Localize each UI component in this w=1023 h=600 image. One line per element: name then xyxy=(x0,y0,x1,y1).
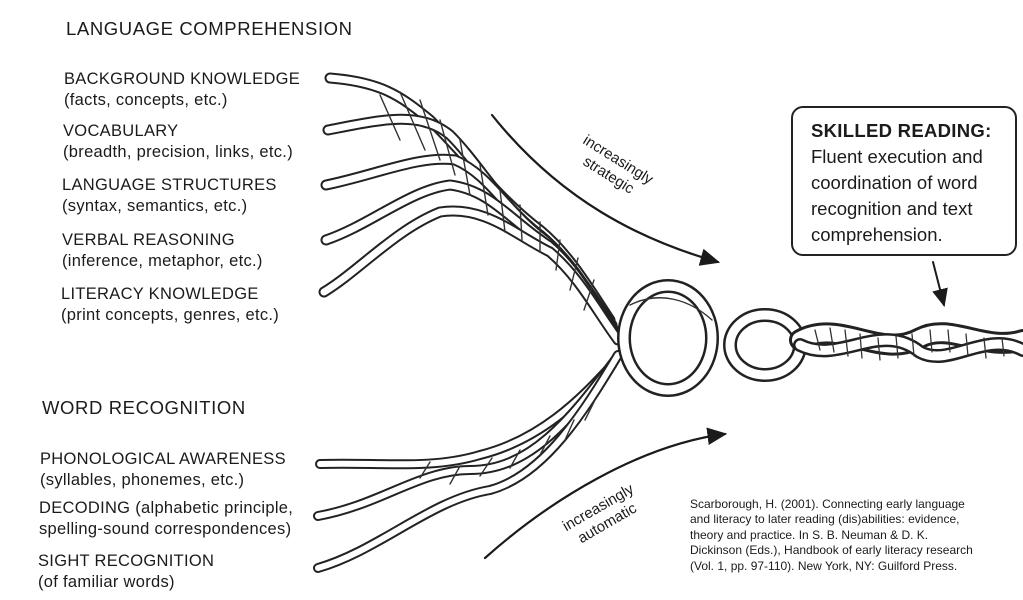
strand-sight-recognition: SIGHT RECOGNITION (of familiar words) xyxy=(38,551,214,593)
strand-name: VERBAL REASONING xyxy=(62,231,235,249)
strand-detail: (facts, concepts, etc.) xyxy=(64,90,300,111)
strand-verbal-reasoning: VERBAL REASONING (inference, metaphor, e… xyxy=(62,230,263,272)
strand-detail: (inference, metaphor, etc.) xyxy=(62,251,263,272)
language-strands xyxy=(324,78,618,340)
strand-detail: (of familiar words) xyxy=(38,572,214,593)
strand-detail: spelling-sound correspondences) xyxy=(39,519,293,540)
strand-vocabulary: VOCABULARY (breadth, precision, links, e… xyxy=(63,121,293,163)
strand-language-structures: LANGUAGE STRUCTURES (syntax, semantics, … xyxy=(62,175,277,217)
callout-arrow xyxy=(933,262,944,305)
strand-detail: (syllables, phonemes, etc.) xyxy=(40,470,286,491)
citation: Scarborough, H. (2001). Connecting early… xyxy=(690,497,1020,574)
strand-decoding: DECODING (alphabetic principle, spelling… xyxy=(39,498,293,540)
strand-literacy-knowledge: LITERACY KNOWLEDGE (print concepts, genr… xyxy=(61,284,279,326)
strand-name: PHONOLOGICAL AWARENESS xyxy=(40,450,286,468)
strand-name: DECODING (alphabetic principle, xyxy=(39,499,293,517)
strand-name: LITERACY KNOWLEDGE xyxy=(61,285,259,303)
strand-name: VOCABULARY xyxy=(63,122,179,140)
strand-name: SIGHT RECOGNITION xyxy=(38,552,214,570)
strand-background-knowledge: BACKGROUND KNOWLEDGE (facts, concepts, e… xyxy=(64,69,300,111)
word-recognition-heading: WORD RECOGNITION xyxy=(42,397,246,419)
strand-detail: (breadth, precision, links, etc.) xyxy=(63,142,293,163)
strand-detail: (syntax, semantics, etc.) xyxy=(62,196,277,217)
skilled-reading-title: SKILLED READING: xyxy=(811,118,1015,144)
strand-name: LANGUAGE STRUCTURES xyxy=(62,176,277,194)
strand-phonological-awareness: PHONOLOGICAL AWARENESS (syllables, phone… xyxy=(40,449,286,491)
strand-detail: (print concepts, genres, etc.) xyxy=(61,305,279,326)
language-comprehension-heading: LANGUAGE COMPREHENSION xyxy=(66,18,353,40)
braided-rope xyxy=(624,286,1023,390)
skilled-reading-description: Fluent execution and coordination of wor… xyxy=(811,144,1015,248)
strand-name: BACKGROUND KNOWLEDGE xyxy=(64,70,300,88)
skilled-reading-callout: SKILLED READING: Fluent execution and co… xyxy=(791,106,1017,256)
